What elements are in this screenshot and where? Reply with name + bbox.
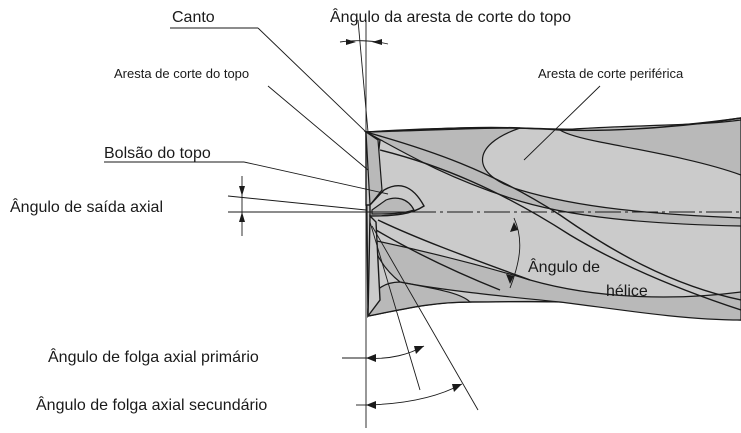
primary-relief-arrow-2 xyxy=(414,346,424,354)
end-pocket-inner xyxy=(371,197,415,215)
primary-relief-leg xyxy=(369,221,421,391)
label-aresta-periferica: Aresta de corte periférica xyxy=(538,66,684,81)
label-angulo-helice-2: hélice xyxy=(606,283,648,300)
labels: Canto Ângulo da aresta de corte do topo … xyxy=(10,7,684,414)
end-edge-arrow-left xyxy=(346,39,356,45)
end-edge-arrow-right xyxy=(372,39,382,45)
label-angulo-saida-axial: Ângulo de saída axial xyxy=(10,197,163,216)
helix-arrow-top xyxy=(510,222,518,232)
axial-rake-arrow-bottom xyxy=(239,212,245,222)
helix-edge-4 xyxy=(375,229,501,291)
secondary-relief-leg xyxy=(371,225,479,411)
secondary-relief-arrow-2 xyxy=(452,384,462,392)
helix-edge-2 xyxy=(379,149,741,311)
leader-bolsao xyxy=(243,161,389,195)
leader-aresta-periferica xyxy=(523,85,601,161)
helix-arrow-bottom xyxy=(506,274,514,284)
label-canto: Canto xyxy=(172,9,215,26)
label-angulo-aresta-topo: Ângulo da aresta de corte do topo xyxy=(330,7,571,26)
leader-lines xyxy=(104,27,601,406)
label-angulo-helice-1: Ângulo de xyxy=(528,257,600,276)
reference-lines xyxy=(227,19,741,428)
primary-relief-arrow xyxy=(366,354,376,362)
axial-rake-arrow-top xyxy=(239,186,245,196)
helix-angle-arc xyxy=(509,217,521,289)
end-mill-body xyxy=(363,117,741,321)
secondary-relief-arc xyxy=(365,383,463,406)
helix-edge-1 xyxy=(365,131,741,301)
end-edge-angle-arc xyxy=(339,40,389,45)
lower-end-face xyxy=(367,214,381,319)
top-crest-edge xyxy=(365,117,741,133)
label-folga-primario: Ângulo de folga axial primário xyxy=(48,347,259,366)
leader-aresta-topo xyxy=(267,85,369,171)
end-cutting-edge-facet xyxy=(365,130,383,207)
label-bolsao-topo: Bolsão do topo xyxy=(104,145,211,162)
leader-canto xyxy=(257,27,367,133)
helix-edge-3 xyxy=(377,219,531,281)
angle-arcs xyxy=(239,39,521,409)
label-aresta-topo: Aresta de corte do topo xyxy=(114,66,249,81)
secondary-relief-arrow xyxy=(366,401,376,409)
flute-crest-right xyxy=(558,119,741,176)
axial-rake-angle-line xyxy=(227,195,367,211)
end-edge-angle-leg xyxy=(357,19,369,133)
label-folga-secundario: Ângulo de folga axial secundário xyxy=(36,395,267,414)
